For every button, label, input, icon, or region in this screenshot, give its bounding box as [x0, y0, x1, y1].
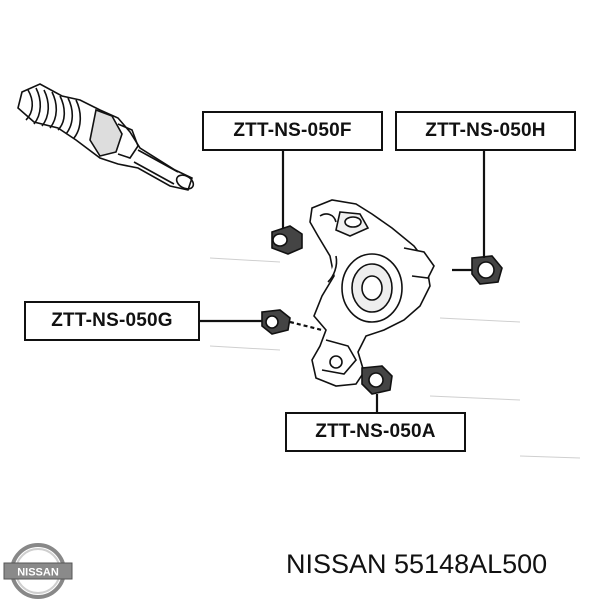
bushing-a [361, 365, 393, 395]
bushing-f [271, 225, 303, 255]
bushing-h [471, 255, 503, 285]
part-label-a: ZTT-NS-050A [285, 412, 466, 452]
logo-text: NISSAN [17, 567, 59, 579]
steering-knuckle [309, 199, 435, 387]
part-label-g: ZTT-NS-050G [24, 301, 200, 341]
bushing-g [261, 309, 291, 335]
faint-marks [209, 257, 581, 459]
leader-g-dash [289, 320, 323, 332]
drive-shaft [17, 83, 195, 191]
nissan-logo-icon: NISSAN [3, 543, 73, 599]
leader-lines [200, 151, 486, 412]
part-label-f: ZTT-NS-050F [202, 111, 383, 151]
part-label-h: ZTT-NS-050H [395, 111, 576, 151]
part-number-caption: NISSAN 55148AL500 [286, 549, 548, 579]
